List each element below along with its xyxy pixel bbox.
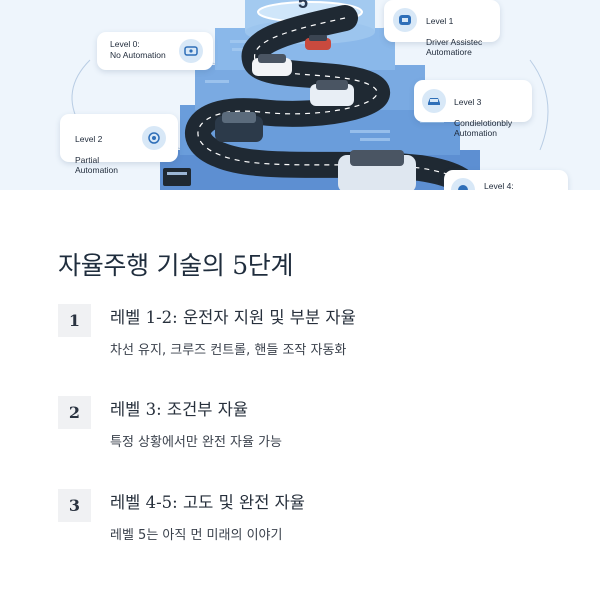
level-0-card: Level 0: No Automation [97, 32, 213, 70]
step-heading: 레벨 1-2: 운전자 지원 및 부분 자율 [110, 308, 356, 327]
autonomous-icon [451, 178, 475, 190]
level-2-label: Level 2 [75, 133, 103, 144]
step-description: 특정 상황에서만 완전 자율 가능 [110, 435, 283, 450]
step-number-badge: 3 [58, 489, 91, 522]
step-description: 레벨 5는 아직 먼 미래의 이야기 [110, 528, 283, 543]
page-title: 자율주행 기술의 5단계 [58, 251, 294, 280]
steering-assist-icon [393, 8, 417, 32]
level-2-desc: Partial Automation [75, 154, 118, 176]
step-heading: 레벨 3: 조건부 자율 [110, 400, 249, 419]
level-3-card: Level 3 Condielotionbly Automation [414, 80, 532, 138]
step-heading: 레벨 4-5: 고도 및 완전 자율 [110, 493, 305, 512]
level-3-label: Level 3 [454, 96, 482, 107]
step-number-badge: 2 [58, 396, 91, 429]
list-item: 1 레벨 1-2: 운전자 지원 및 부분 자율 차선 유지, 크루즈 컨트롤,… [58, 304, 558, 364]
level-1-desc: Driver Assistec Automatiore [426, 36, 483, 58]
hero-illustration: 5 Level 0: No Automation Level 1 Driver … [0, 0, 600, 190]
level-0-desc: No Automation [110, 49, 166, 60]
list-item: 3 레벨 4-5: 고도 및 완전 자율 레벨 5는 아직 먼 미래의 이야기 [58, 489, 558, 549]
road-tower-graphic: 5 [71, 0, 549, 190]
level-0-label: Level 0: [110, 39, 140, 49]
car-front-icon [422, 89, 446, 113]
level-1-label: Level 1 [426, 15, 454, 26]
tower-badge-number: 5 [298, 0, 308, 12]
level-1-card: Level 1 Driver Assistec Automatiore [384, 0, 500, 57]
gauge-icon [179, 39, 203, 63]
step-description: 차선 유지, 크루즈 컨트롤, 핸들 조작 자동화 [110, 343, 347, 358]
level-3-desc: Condielotionbly Automation [454, 117, 513, 139]
list-item: 2 레벨 3: 조건부 자율 특정 상황에서만 완전 자율 가능 [58, 396, 558, 456]
level-4-card: Level 4: [444, 170, 568, 190]
step-number-badge: 1 [58, 304, 91, 337]
car-sensor-icon [142, 126, 166, 150]
level-4-label: Level 4: [484, 181, 514, 190]
level-2-card: Level 2 Partial Automation [60, 114, 178, 175]
